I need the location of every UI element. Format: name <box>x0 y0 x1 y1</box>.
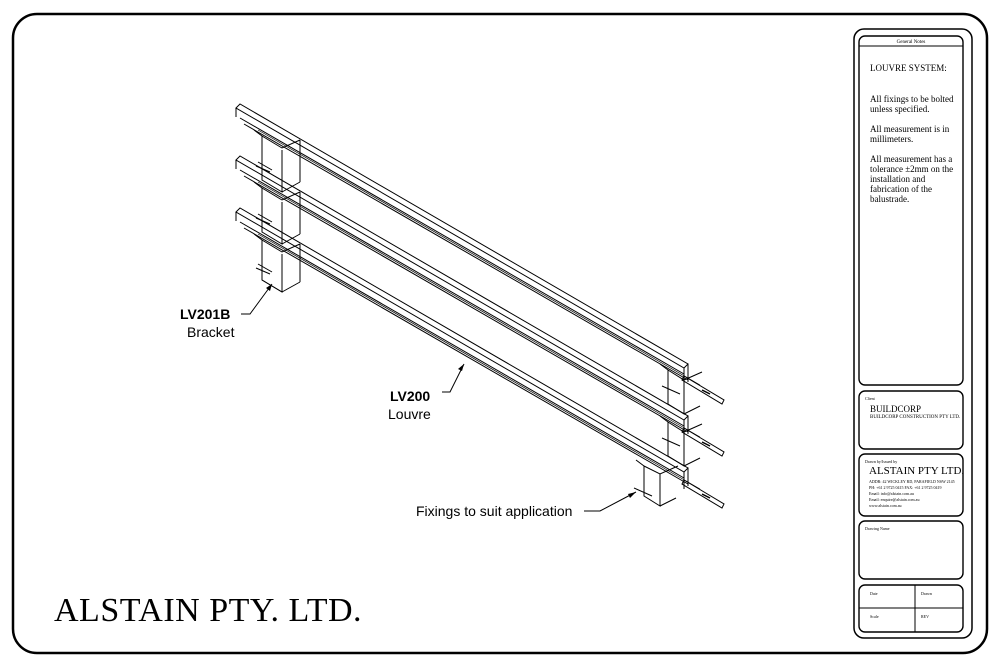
drafter-line: ADDR: 42 WICKLEY RD, PARAFIELD NSW 2145 <box>869 479 955 484</box>
company-title: ALSTAIN PTY. LTD. <box>54 592 363 629</box>
sheet-border <box>11 12 989 655</box>
fixings-arrowhead <box>628 492 636 498</box>
bracket-arrowhead <box>266 284 272 291</box>
bracket-leader <box>241 283 273 315</box>
notes-panel <box>858 35 964 386</box>
louvre-leader <box>442 363 465 393</box>
notes-title: LOUVRE SYSTEM: <box>870 63 947 73</box>
louvre-blade-bottom <box>235 207 701 490</box>
scale-label: Scale <box>870 614 879 619</box>
right-bracket-1 <box>659 363 703 415</box>
louvre-name: Louvre <box>388 406 431 422</box>
note-item: All measurement has a tolerance ±2mm on … <box>870 154 954 204</box>
leader-lines <box>241 283 637 512</box>
title-block-frame <box>853 28 973 639</box>
right-bracket-2 <box>659 415 703 467</box>
notes-heading: General Notes <box>896 40 926 45</box>
bracket-name: Bracket <box>187 324 235 340</box>
drafter-line: Email: enquire@alstain.com.au <box>869 497 920 502</box>
fixings-label: Fixings to suit application <box>416 503 573 519</box>
louvre-assembly <box>235 103 725 509</box>
louvre-code: LV200 <box>390 388 431 404</box>
note-item: All measurement is in millimeters. <box>870 124 950 144</box>
drafter-line: PH: +61 2 9725 0415 FAX: +61 2 9725 0419 <box>869 485 942 490</box>
rev-label: REV <box>921 614 929 619</box>
drawing-name-label: Drawing Name <box>865 526 890 531</box>
client-label: Client <box>865 396 875 401</box>
drawn-label: Drawn <box>921 591 932 596</box>
fixings-leader <box>584 491 637 512</box>
drawing-name-panel <box>858 520 964 580</box>
left-bracket-1 <box>253 129 301 193</box>
client-name: BUILDCORP <box>870 404 922 414</box>
louvre-blade-top <box>235 103 701 386</box>
drafter-name: ALSTAIN PTY LTD. <box>869 465 965 477</box>
leader-arrowheads <box>266 284 636 498</box>
drafter-label: Drawn by/Issued by <box>865 459 898 464</box>
bracket-code: LV201B <box>180 306 231 322</box>
louvre-arrowhead <box>458 364 464 371</box>
drafter-panel <box>858 453 964 517</box>
fixing-rods <box>681 375 725 509</box>
left-bracket-3 <box>253 233 301 293</box>
drafter-line: www.alstain.com.au <box>869 503 902 508</box>
client-panel <box>858 390 964 450</box>
left-bracket-2 <box>253 181 301 245</box>
date-label: Date <box>870 591 878 596</box>
right-bracket-3 <box>633 459 679 507</box>
louvre-blade-middle <box>235 155 701 438</box>
client-subname: BUILDCORP CONSTRUCTION PTY LTD. <box>870 415 961 420</box>
note-item: All fixings to be bolted unless specifie… <box>870 94 954 114</box>
drafter-line: Email: info@alstain.com.au <box>869 491 914 496</box>
